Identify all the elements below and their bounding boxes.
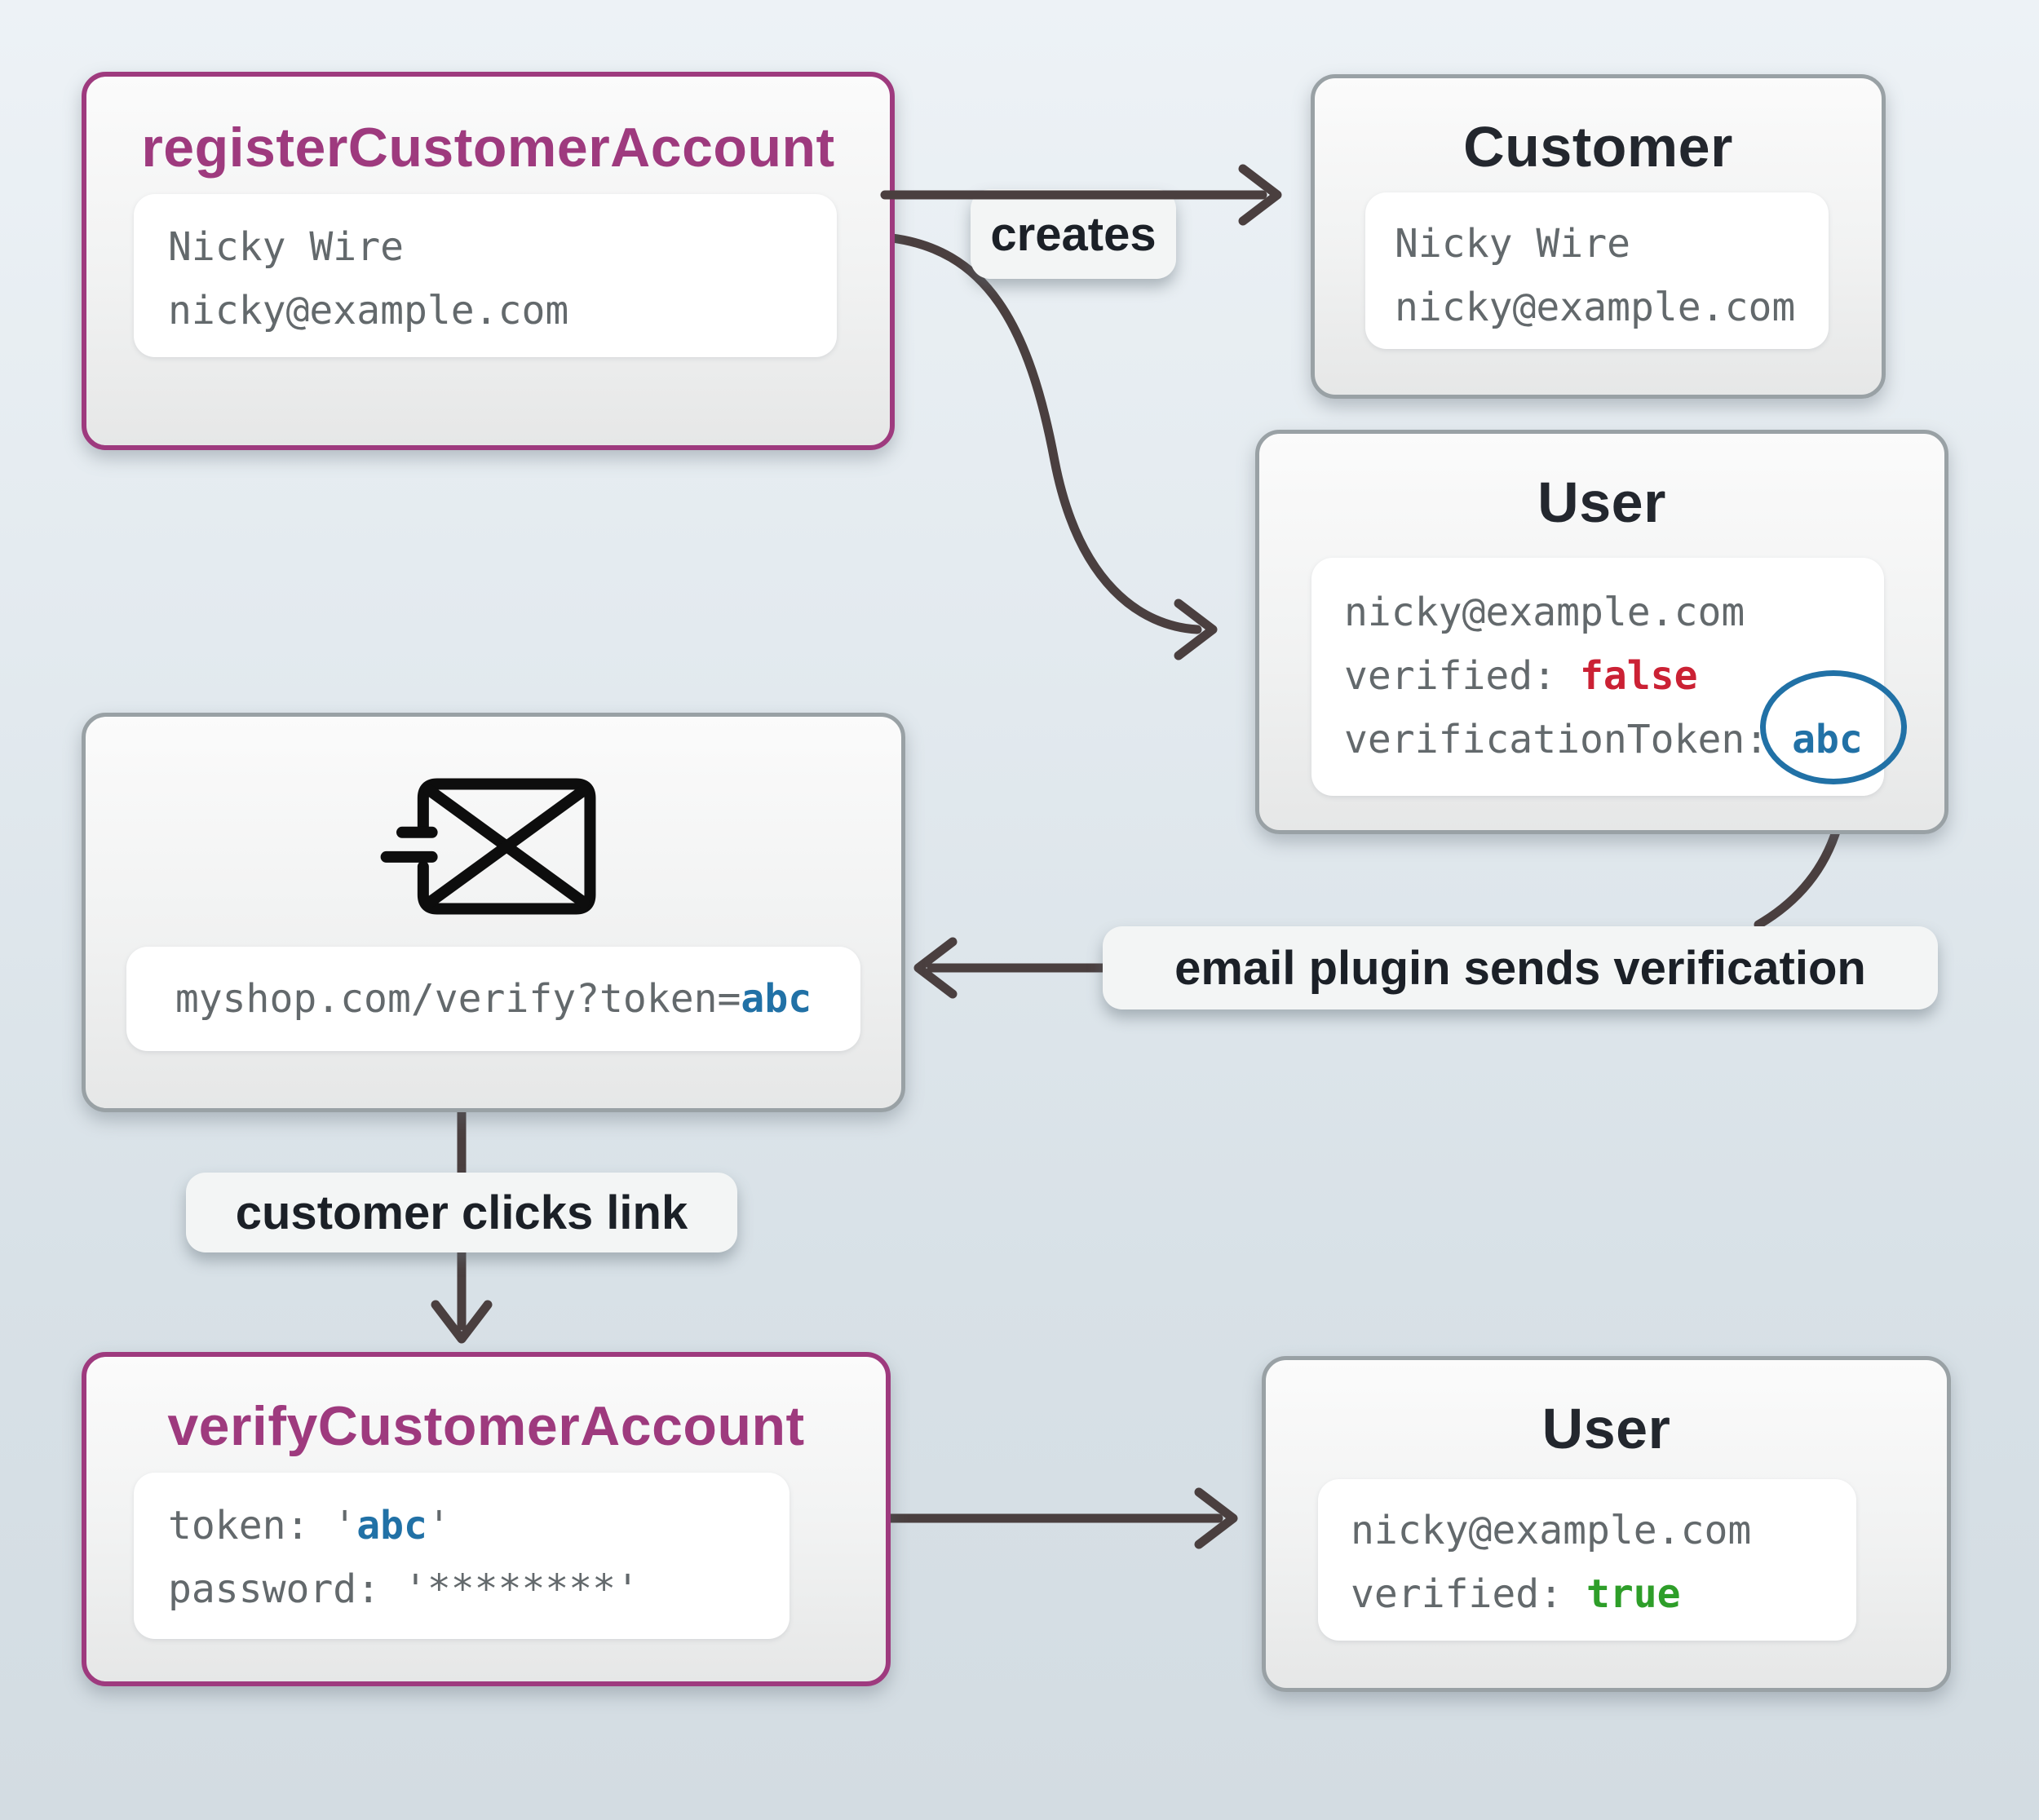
verified-false-value: false	[1579, 653, 1698, 699]
verify-token-value: abc	[356, 1503, 427, 1548]
email-plugin-arrow	[913, 937, 1114, 999]
user-verified-title: User	[1541, 1397, 1671, 1460]
user-verified-verified-line: verified: true	[1351, 1562, 1856, 1626]
register-email-line: nicky@example.com	[168, 288, 569, 334]
user-verified-email-line: nicky@example.com	[1351, 1508, 1752, 1553]
verify-password-line: password: '********'	[168, 1566, 639, 1612]
verify-token-suffix: '	[427, 1503, 451, 1548]
verified-key: verified:	[1344, 653, 1580, 699]
verification-url-card: myshop.com/verify?token=abc	[126, 947, 860, 1051]
verification-url-prefix: myshop.com/verify?token=	[175, 976, 741, 1022]
verify-customer-account-node: verifyCustomerAccount token: 'abc' passw…	[82, 1352, 891, 1686]
register-customer-account-node: registerCustomerAccount Nicky Wire nicky…	[82, 72, 895, 450]
register-node-title: registerCustomerAccount	[141, 117, 835, 179]
user-unverified-email-line: nicky@example.com	[1344, 590, 1745, 635]
email-plugin-edge-label: email plugin sends verification	[1103, 926, 1938, 1009]
verify-user-arrow	[882, 1487, 1238, 1549]
verify-token-line: token: 'abc'	[168, 1494, 790, 1557]
customer-node-card: Nicky Wire nicky@example.com	[1365, 192, 1829, 349]
verification-token-key: verificationToken:	[1344, 717, 1793, 762]
verify-node-title: verifyCustomerAccount	[167, 1395, 805, 1457]
customer-clicks-edge-label: customer clicks link	[186, 1173, 737, 1252]
mail-fast-icon	[380, 778, 596, 915]
creates-edge-label: creates	[971, 189, 1176, 279]
user-unverified-title: User	[1537, 470, 1666, 534]
verified-key-2: verified:	[1351, 1571, 1586, 1617]
user-verified-card: nicky@example.com verified: true	[1318, 1479, 1856, 1641]
verification-url-line: myshop.com/verify?token=abc	[175, 967, 812, 1031]
register-name-line: Nicky Wire	[168, 224, 404, 270]
verification-url-token: abc	[741, 976, 812, 1022]
customer-email-line: nicky@example.com	[1395, 285, 1796, 330]
user-unverified-verified-line: verified: false	[1344, 644, 1884, 708]
email-node: myshop.com/verify?token=abc	[82, 713, 905, 1112]
verified-true-value: true	[1586, 1571, 1681, 1617]
user-verified-node: User nicky@example.com verified: true	[1262, 1356, 1951, 1692]
customer-name-line: Nicky Wire	[1395, 221, 1630, 267]
register-node-card: Nicky Wire nicky@example.com	[134, 194, 837, 357]
verify-node-card: token: 'abc' password: '********'	[134, 1473, 790, 1639]
customer-node-title: Customer	[1463, 115, 1733, 179]
customer-node: Customer Nicky Wire nicky@example.com	[1311, 74, 1886, 399]
creates-user-arrow	[880, 232, 1218, 660]
token-circle-annotation	[1760, 670, 1907, 784]
user-unverified-card: nicky@example.com verified: false verifi…	[1311, 558, 1884, 796]
verify-token-prefix: token: '	[168, 1503, 357, 1548]
